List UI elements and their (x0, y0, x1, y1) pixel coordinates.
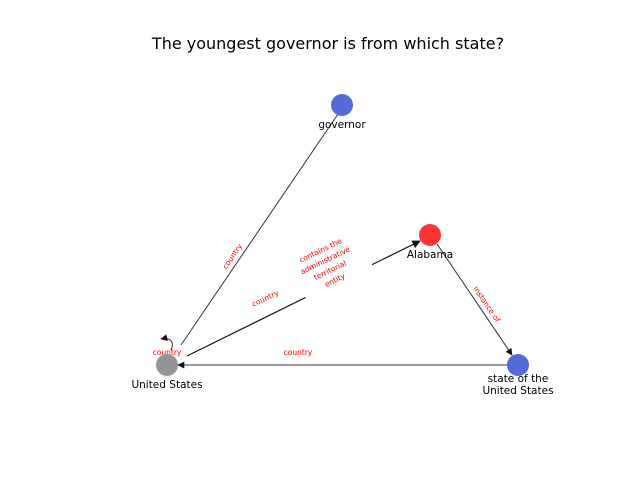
node-state-of-us (507, 354, 529, 376)
node-label-united-states: United States (131, 379, 202, 391)
edge-label-bg-country-governor (217, 238, 247, 274)
node-label-governor: governor (318, 119, 366, 131)
edge-label-bg-instance-of (469, 281, 505, 327)
edge-label-country-alabama: country (250, 288, 280, 309)
edge-label-country-state: country (284, 348, 313, 357)
edge-label-bg-country-alabama (246, 285, 284, 311)
edge-label-bg-contains (287, 227, 380, 312)
edge-label-country-self: country (153, 348, 182, 357)
node-label-state-line1: state of the (488, 373, 549, 385)
graph-title: The youngest governor is from which stat… (151, 34, 504, 53)
edge-us-alabama (186, 240, 421, 357)
edge-us-governor (180, 113, 339, 346)
node-alabama (419, 224, 441, 246)
node-label-alabama: Alabama (407, 249, 453, 261)
node-united-states (156, 354, 178, 376)
node-label-state-line2: United States (482, 385, 553, 397)
node-governor (331, 94, 353, 116)
edge-alabama-state (436, 243, 513, 356)
edge-us-self-loop (160, 334, 173, 351)
edge-label-bg-country-state (282, 347, 316, 357)
